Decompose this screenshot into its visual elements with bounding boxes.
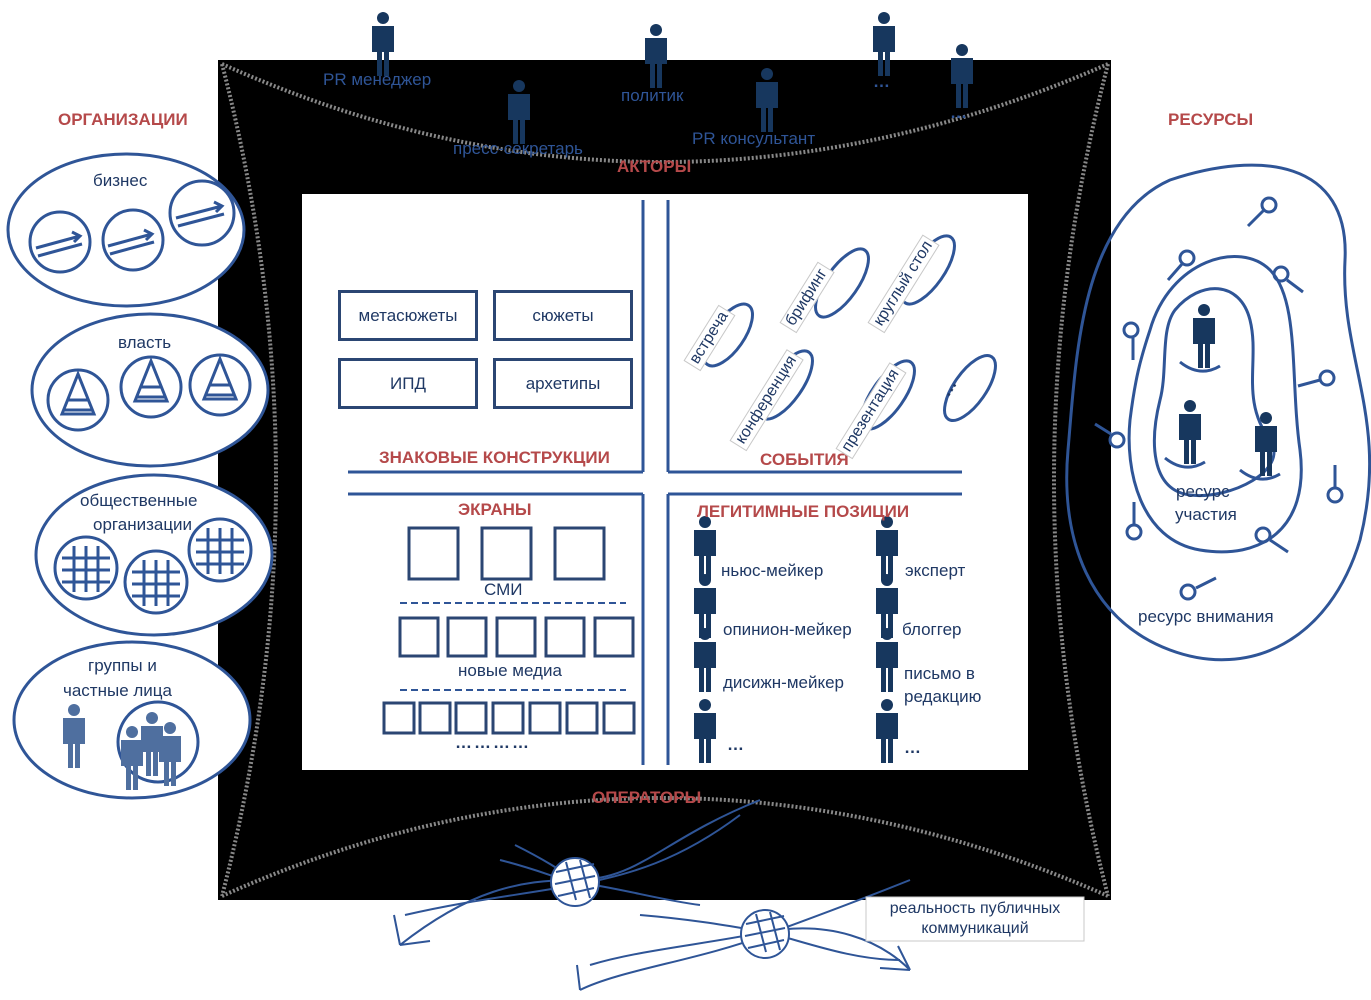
organizations-group [6,152,274,800]
groups-label-2: частные лица [63,681,172,700]
public-orgs-label-2: организации [93,515,193,534]
groups-label-1: группы и [88,656,157,675]
resources-header: РЕСУРСЫ [1168,110,1254,129]
screen-dividers [400,602,626,691]
small-screen [602,701,636,735]
small-screen [382,701,416,735]
operators-streams [393,799,911,991]
resource-arrows [1094,196,1344,601]
public-org-icons [53,517,253,615]
frame-stitch-left [220,63,278,897]
small-screen [418,701,452,735]
archetypes-box: архетипы [493,358,633,409]
ipd-box: ИПД [338,358,478,409]
small-screen [454,701,488,735]
new-media-screen [398,616,440,658]
business-label: бизнес [93,171,148,190]
attention-label: ресурс внимания [1138,607,1274,626]
positions-more-left: … [727,735,744,754]
new-media-screen [495,616,537,658]
new-media-screen [593,616,635,658]
small-screen [528,701,562,735]
actors-header: АКТОРЫ [617,157,692,176]
actor-label-pr-consultant: PR консультант [692,129,816,148]
business-icons [28,179,236,274]
frame-stitch-top [221,62,1109,164]
legit-positions-header: ЛЕГИТИМНЫЕ ПОЗИЦИИ [697,502,910,521]
plots-box: сюжеты [493,290,633,341]
screens-header: ЭКРАНЫ [458,500,532,519]
quadrant-lines [348,200,962,765]
media-screen [407,526,460,581]
new-media-label: новые медиа [458,661,562,680]
resource-figure-icon [1179,400,1201,464]
reality-label-box [865,896,1085,942]
participation-blob [1127,255,1303,554]
power-icons [46,353,252,432]
blogger-label: блоггер [902,620,962,639]
screen-boxes [382,526,636,735]
expert-label: эксперт [905,561,966,580]
decision-maker-label: дисижн-мейкер [723,673,845,692]
public-orgs-label-1: общественные [80,491,198,510]
letter-label-1: письмо в [904,664,975,683]
new-media-screen [544,616,586,658]
new-media-screen [446,616,488,658]
events-header: СОБЫТИЯ [760,450,849,469]
reality-label-2: коммуникаций [921,920,1029,937]
newsmaker-label: ньюс-мейкер [721,561,824,580]
small-screen [491,701,525,735]
reality-label-1: реальность публичных [889,900,1061,917]
media-screen [480,526,533,581]
actor-label-pr-manager: PR менеджер [323,70,432,89]
positions-more-right: … [904,738,921,757]
mass-media-label: СМИ [484,580,523,599]
screens-more: ………… [455,733,531,752]
participation-label-2: участия [1175,505,1237,524]
participation-label-1: ресурс [1176,482,1230,501]
public-orgs-ellipse [34,473,274,637]
frame-stitch-right [1052,63,1110,897]
metaplots-box: метасюжеты [338,290,478,341]
actor-label-press-secretary: пресс-секретарь [453,139,583,158]
actor-label-more: … [873,72,890,91]
actor-label-more: … [950,103,967,122]
letter-label-2: редакцию [904,687,982,706]
frame-stitch-bottom [221,796,1109,898]
groups-icons [63,700,200,790]
business-ellipse [6,152,246,308]
resource-figures [1179,304,1277,476]
attention-blob [1065,163,1371,662]
actor-label-politician: политик [621,86,684,105]
small-screen [565,701,599,735]
power-label: власть [118,333,172,352]
opinion-maker-label: опинион-мейкер [723,620,852,639]
organizations-header: ОРГАНИЗАЦИИ [58,110,188,129]
operators-header: ОПЕРАТОРЫ [592,788,702,807]
media-screen [553,526,606,581]
resources-group [1065,163,1371,662]
sign-constructs-header: ЗНАКОВЫЕ КОНСТРУКЦИИ [379,448,610,467]
resource-figure-icon [1193,304,1215,368]
